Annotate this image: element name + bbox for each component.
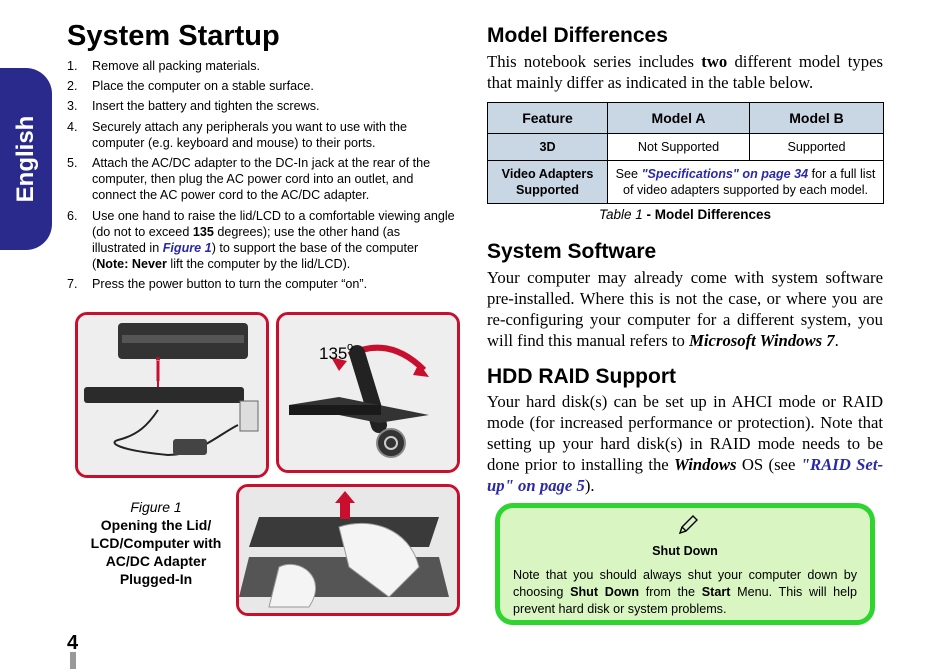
table-row: 3D Not Supported Supported bbox=[487, 133, 884, 161]
laptop-open-illustration: 135 o bbox=[279, 315, 457, 470]
list-item: 7.Press the power button to turn the com… bbox=[67, 277, 368, 292]
language-tab-label: English bbox=[12, 115, 39, 203]
figure-adapter-connection bbox=[75, 312, 269, 478]
table-header-cell: Feature bbox=[487, 102, 608, 134]
hands-lifting-illustration bbox=[239, 487, 457, 613]
table-header-row: Feature Model A Model B bbox=[487, 102, 884, 134]
table-header-cell: Model A bbox=[607, 102, 750, 134]
list-item: 6.Use one hand to raise the lid/LCD to a… bbox=[67, 208, 455, 272]
page-number-bar bbox=[70, 652, 76, 669]
figure-1-link[interactable]: Figure 1 bbox=[162, 241, 212, 256]
system-software-text: Your computer may already come with syst… bbox=[487, 268, 883, 350]
raid-setup-link[interactable]: "RAID Set-up" on page 5 bbox=[487, 455, 884, 495]
figure-hands-lifting bbox=[236, 484, 460, 616]
figure-label: Figure 1 bbox=[130, 499, 182, 515]
pencil-icon bbox=[677, 514, 699, 541]
model-differences-table: Feature Model A Model B 3D Not Supported… bbox=[487, 102, 884, 204]
list-item: 4.Securely attach any peripherals you wa… bbox=[67, 119, 408, 150]
system-software-heading: System Software bbox=[487, 240, 657, 263]
angle-unit: o bbox=[347, 341, 353, 353]
table-header-cell: Model B bbox=[749, 102, 884, 134]
table-cell: Video Adapters Supported bbox=[487, 160, 608, 204]
laptop-rear-illustration bbox=[78, 315, 266, 475]
model-differences-heading: Model Differences bbox=[487, 24, 668, 47]
table-row: Video Adapters Supported See "Specificat… bbox=[487, 160, 884, 204]
list-item: 1.Remove all packing materials. bbox=[67, 59, 260, 73]
note-title: Shut Down bbox=[652, 544, 718, 558]
table-cell: 3D bbox=[487, 133, 608, 161]
hdd-raid-text: Your hard disk(s) can be set up in AHCI … bbox=[487, 392, 884, 495]
table-caption: Table 1 - Model Differences bbox=[598, 207, 772, 222]
model-differences-intro: This notebook series includes two differ… bbox=[487, 52, 883, 92]
system-startup-heading: System Startup bbox=[67, 20, 280, 52]
shut-down-note: Shut Down Note that you should always sh… bbox=[495, 503, 875, 625]
language-tab: English bbox=[0, 68, 52, 250]
page-number: 4 bbox=[67, 632, 79, 654]
table-cell: See "Specifications" on page 34 for a fu… bbox=[607, 160, 884, 204]
specifications-link[interactable]: "Specifications" on page 34 bbox=[641, 167, 809, 181]
hdd-raid-heading: HDD RAID Support bbox=[487, 365, 676, 388]
figure-lid-angle: 135 o bbox=[276, 312, 460, 473]
angle-label: 135 bbox=[319, 344, 347, 363]
figure-caption: Figure 1 Opening the Lid/ LCD/Computer w… bbox=[76, 498, 236, 588]
table-cell: Supported bbox=[749, 133, 884, 161]
note-body: Note that you should always shut your co… bbox=[513, 568, 857, 616]
startup-steps-list: 1.Remove all packing materials. 2.Place … bbox=[67, 58, 457, 297]
list-item: 2.Place the computer on a stable surface… bbox=[67, 79, 314, 94]
table-cell: Not Supported bbox=[607, 133, 750, 161]
figure-title: Opening the Lid/ LCD/Computer with AC/DC… bbox=[90, 517, 222, 587]
list-item: 5.Attach the AC/DC adapter to the DC-In … bbox=[67, 156, 431, 203]
list-item: 3.Insert the battery and tighten the scr… bbox=[67, 99, 320, 114]
